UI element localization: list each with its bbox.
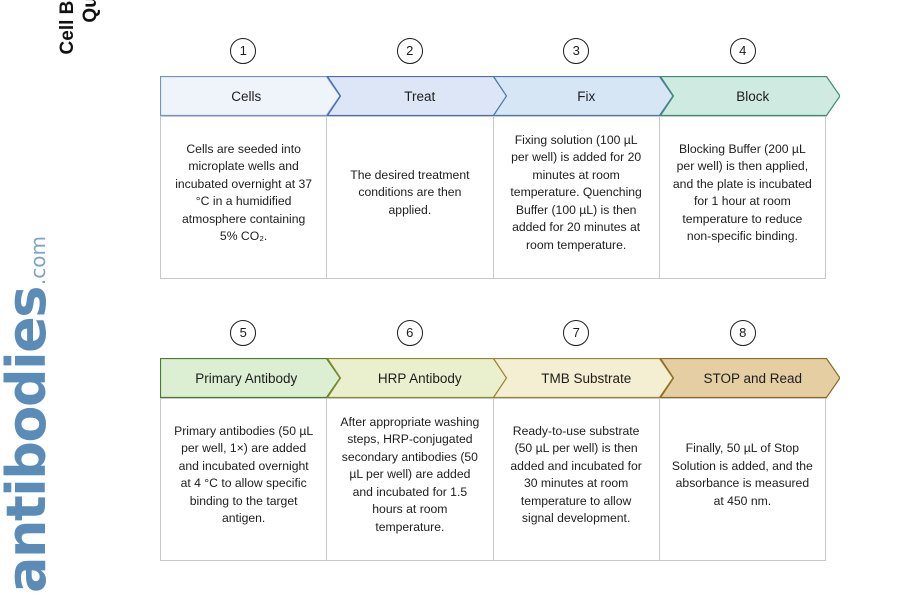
step-number-3: 3	[563, 38, 590, 64]
step-description-text: Fixing solution (100 µL per well) is add…	[510, 132, 642, 252]
step-arrow-5[interactable]: Primary Antibody	[160, 358, 341, 398]
step-number-1: 1	[230, 38, 257, 64]
step-label-4: Block	[736, 88, 770, 104]
brand-logo: antibodies.com	[0, 236, 96, 593]
step-number-5: 5	[230, 320, 257, 346]
step-description-7: Ready-to-use substrate (50 µL per well) …	[494, 398, 660, 560]
step-arrow-6[interactable]: HRP Antibody	[326, 358, 507, 398]
protocol-row-1: 1 2 3 4 Cells Treat Fix Block Cells are seeded…	[160, 38, 840, 279]
step-description-grid-2: Primary antibodies (50 µL per well, 1×) …	[160, 398, 827, 561]
step-number-7: 7	[563, 320, 590, 346]
chevron-icon	[659, 358, 840, 398]
step-label-3: Fix	[577, 88, 596, 104]
step-description-text: Primary antibodies (50 µL per well, 1×) …	[174, 423, 314, 526]
step-description-3: Fixing solution (100 µL per well) is add…	[494, 116, 660, 278]
step-description-grid-1: Cells are seeded into microplate wells a…	[160, 116, 827, 279]
step-description-text: The desired treatment conditions are the…	[350, 167, 470, 217]
grid-top-rule	[161, 116, 827, 117]
document-title: Cell Based ELISA Kits Quick Protocol	[56, 0, 112, 80]
step-description-8: Finally, 50 µL of Stop Solution is added…	[660, 398, 825, 560]
step-description-text: Cells are seeded into microplate wells a…	[175, 141, 313, 244]
step-arrow-4[interactable]: Block	[659, 76, 840, 116]
step-description-text: Blocking Buffer (200 µL per well) is the…	[672, 141, 812, 244]
step-arrow-3[interactable]: Fix	[493, 76, 674, 116]
step-label-5: Primary Antibody	[195, 370, 298, 386]
step-arrow-1[interactable]: Cells	[160, 76, 341, 116]
step-number-6: 6	[396, 320, 423, 346]
step-label-8: STOP and Read	[703, 370, 803, 386]
step-description-4: Blocking Buffer (200 µL per well) is the…	[660, 116, 825, 278]
step-number-strip-1: 1 2 3 4	[160, 38, 826, 76]
step-description-5: Primary antibodies (50 µL per well, 1×) …	[161, 398, 328, 560]
step-arrow-7[interactable]: TMB Substrate	[493, 358, 674, 398]
page-title: Cell Based ELISA Kits Quick Protocol	[56, 0, 102, 80]
step-arrow-band-1: Cells Treat Fix Block	[160, 76, 840, 116]
step-arrow-band-2: Primary Antibody HRP Antibody TMB Substrat…	[160, 358, 840, 398]
step-label-7: TMB Substrate	[541, 370, 632, 386]
step-description-text: Ready-to-use substrate (50 µL per well) …	[510, 423, 642, 526]
step-number-strip-2: 5 6 7 8	[160, 320, 826, 358]
step-description-2: The desired treatment conditions are the…	[327, 116, 494, 278]
step-description-text: Finally, 50 µL of Stop Solution is added…	[671, 441, 813, 508]
step-label-1: Cells	[231, 88, 262, 104]
step-arrow-2[interactable]: Treat	[326, 76, 507, 116]
grid-top-rule	[161, 398, 827, 399]
step-description-text: After appropriate washing steps, HRP-con…	[340, 414, 480, 534]
step-number-8: 8	[729, 320, 756, 346]
step-description-6: After appropriate washing steps, HRP-con…	[327, 398, 494, 560]
logo-tld: .com	[26, 236, 50, 286]
step-label-2: Treat	[404, 88, 436, 104]
step-number-4: 4	[729, 38, 756, 64]
step-number-2: 2	[396, 38, 423, 64]
step-description-1: Cells are seeded into microplate wells a…	[161, 116, 328, 278]
chevron-icon	[659, 76, 840, 116]
step-label-6: HRP Antibody	[377, 370, 462, 386]
protocol-row-2: 5 6 7 8 Primary Antibody HRP Antibody TMB Sub…	[160, 320, 840, 561]
step-arrow-8[interactable]: STOP and Read	[659, 358, 840, 398]
logo-wordmark: antibodies	[0, 287, 58, 593]
